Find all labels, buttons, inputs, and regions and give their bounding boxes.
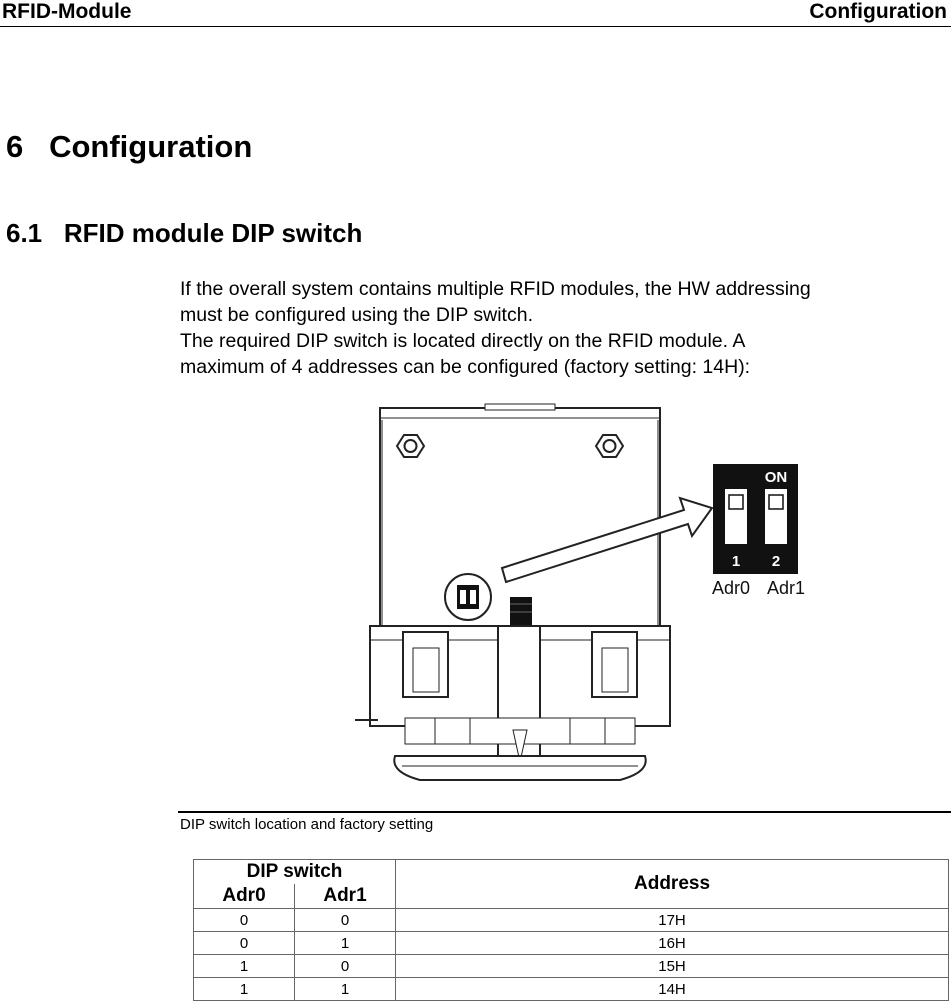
paragraph-line: If the overall system contains multiple … <box>180 278 811 300</box>
screw-icon <box>594 434 625 458</box>
paragraph-line: The required DIP switch is located direc… <box>180 330 746 352</box>
running-header-left: RFID-Module <box>2 0 132 23</box>
table-cell: 1 <box>193 977 295 1001</box>
dip-switch-address-table: DIP switch Address Adr0 Adr1 0 0 17H 0 1… <box>192 859 950 1001</box>
table-subheader-row: Adr0 Adr1 <box>193 884 949 909</box>
figure-rule <box>178 811 951 813</box>
table-cell: 1 <box>193 954 295 978</box>
table-row: 0 1 16H <box>193 931 950 955</box>
table-cell: 17H <box>395 908 950 932</box>
switch-label: Adr1 <box>767 578 805 598</box>
paragraph-line: must be configured using the DIP switch. <box>180 304 533 326</box>
connector-icon <box>510 597 532 629</box>
chapter-title: Configuration <box>49 129 253 164</box>
header-rule <box>0 26 951 27</box>
body-paragraph: If the overall system contains multiple … <box>180 276 940 380</box>
table-cell: 0 <box>193 908 295 932</box>
table-cell: 1 <box>293 931 397 955</box>
table-row: 1 1 14H <box>193 977 950 1001</box>
adr0-column-header: Adr0 <box>193 884 295 909</box>
switch-number: 1 <box>732 553 740 570</box>
chapter-number: 6 <box>6 129 24 164</box>
dip-switch-group-header: DIP switch <box>192 859 397 884</box>
table-cell: 14H <box>395 977 950 1001</box>
switch-label: Adr0 <box>712 578 750 598</box>
section-title: RFID module DIP switch <box>63 218 363 248</box>
arrow-icon <box>500 496 714 584</box>
address-column-header: Address <box>395 859 950 909</box>
table-row: 1 0 15H <box>193 954 950 978</box>
table-cell: 16H <box>395 931 950 955</box>
table-header-row: DIP switch Address <box>192 859 950 909</box>
table-cell: 15H <box>395 954 950 978</box>
on-label: ON <box>765 469 788 486</box>
table-cell: 0 <box>293 908 397 932</box>
section-number: 6.1 <box>6 218 43 248</box>
figure-caption: DIP switch location and factory setting <box>180 816 434 833</box>
table-cell: 0 <box>293 954 397 978</box>
dip-switch-location-marker <box>444 573 492 621</box>
module-housing <box>355 625 671 763</box>
table-cell: 1 <box>293 977 397 1001</box>
section-heading: 6.1 RFID module DIP switch <box>6 218 362 249</box>
dip-switch-zoom: ON 1 2 Adr0 Adr1 <box>712 464 805 598</box>
switch-number: 2 <box>772 553 780 570</box>
rfid-module-illustration: ON 1 2 Adr0 Adr1 <box>355 403 805 781</box>
table-cell: 0 <box>193 931 295 955</box>
chapter-heading: 6 Configuration <box>6 129 252 165</box>
adr1-column-header: Adr1 <box>293 884 397 909</box>
base-plate <box>393 755 647 781</box>
paragraph-line: maximum of 4 addresses can be configured… <box>180 356 751 378</box>
table-row: 0 0 17H <box>193 908 950 932</box>
running-header-right: Configuration <box>809 0 947 23</box>
screw-icon <box>395 434 426 458</box>
